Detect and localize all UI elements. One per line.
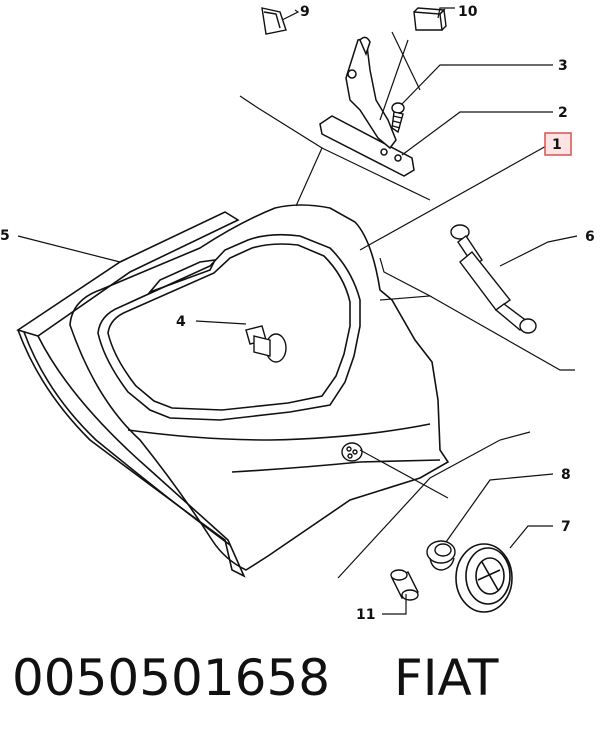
tailgate-exploded-diagram: 1 2 3 4 5 6 7 8 9 10 11: [0, 4, 595, 623]
hinge: [319, 36, 415, 177]
callout-6[interactable]: 6: [585, 229, 595, 245]
callout-10[interactable]: 10: [458, 4, 478, 20]
callout-5[interactable]: 5: [0, 228, 10, 244]
gas-strut: [450, 224, 537, 334]
brand-name: FIAT: [394, 649, 499, 707]
part-caption: 0050501658 FIAT: [12, 648, 592, 718]
callout-1[interactable]: 1: [552, 137, 562, 153]
cylinder-part-11: [390, 569, 419, 601]
lock-hole: [341, 442, 363, 462]
tailgate-body: [69, 204, 450, 571]
callout-11[interactable]: 11: [356, 607, 375, 623]
bracket-part-9: [261, 7, 287, 35]
callout-1-highlight-box: [544, 132, 572, 156]
part-number: 0050501658: [12, 649, 331, 707]
clip-part-4: [245, 325, 287, 363]
pad-part-10: [413, 7, 447, 31]
callout-3[interactable]: 3: [558, 58, 568, 74]
callout-8[interactable]: 8: [561, 467, 571, 483]
callout-4[interactable]: 4: [176, 314, 186, 330]
badge-emblem: [455, 543, 513, 613]
callout-9[interactable]: 9: [300, 4, 310, 20]
callout-2[interactable]: 2: [558, 105, 568, 121]
bolt: [391, 102, 405, 134]
callout-7[interactable]: 7: [561, 519, 571, 535]
leader-lines: [17, 7, 578, 615]
grommet-part-8: [426, 540, 456, 571]
